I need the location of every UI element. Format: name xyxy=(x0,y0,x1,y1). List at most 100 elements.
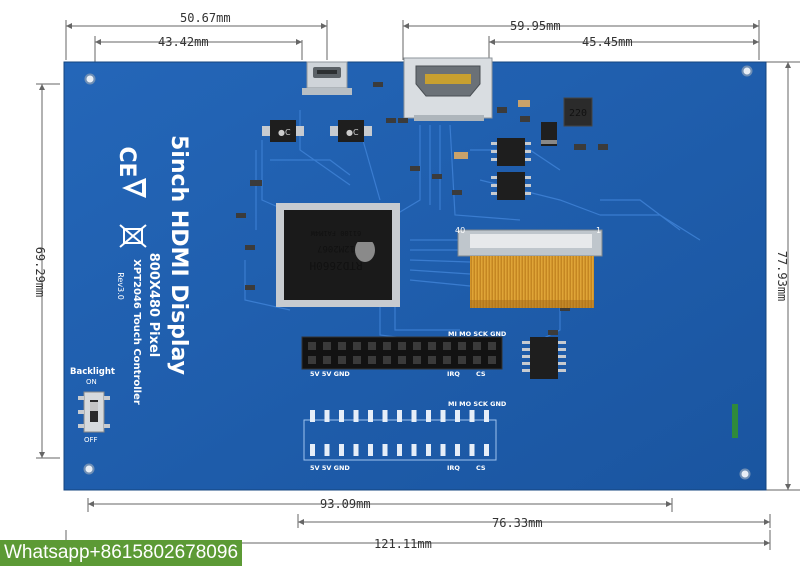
header-pin xyxy=(353,342,361,350)
pad-bottom-mid: IRQ xyxy=(447,464,460,472)
header-pin xyxy=(488,342,496,350)
footprint-pad xyxy=(484,444,489,456)
footprint-pad xyxy=(382,410,388,422)
footprint-pad xyxy=(353,410,359,422)
footprint-pad xyxy=(324,444,330,456)
pad-footprint xyxy=(303,410,497,461)
footprint-pad xyxy=(310,410,315,422)
dimension-arrows xyxy=(39,23,791,546)
footprint-pad xyxy=(440,444,446,456)
switch-off-label: OFF xyxy=(84,436,98,444)
fpc-label-right: 1 xyxy=(596,226,601,235)
header-pin xyxy=(338,342,346,350)
dim-left-vertical: 69.29mm xyxy=(33,247,47,298)
board-revision: Rev3.0 xyxy=(116,272,125,300)
pad-bottom-right: CS xyxy=(476,464,486,472)
header-pin xyxy=(338,356,346,364)
footprint-pad xyxy=(455,444,460,456)
footprint-pad xyxy=(339,444,344,456)
pin-header xyxy=(301,336,503,370)
main-chip-line1: RTD2660H xyxy=(310,259,363,272)
footprint-pad xyxy=(368,410,373,422)
svg-text:●C: ●C xyxy=(278,128,291,137)
header-top-labels: MI MO SCK GND xyxy=(448,330,507,338)
header-bottom-right: CS xyxy=(476,370,486,378)
footprint-pad xyxy=(368,444,373,456)
header-pin xyxy=(368,342,376,350)
watermark-banner: Whatsapp+8615802678096 xyxy=(0,540,243,566)
header-pin xyxy=(323,356,331,364)
dim-right-vertical: 77.93mm xyxy=(775,251,789,302)
svg-text:CE: CE xyxy=(114,146,139,177)
dim-top-outer: 50.67mm xyxy=(180,11,231,25)
header-pin xyxy=(473,356,481,364)
footprint-pad xyxy=(411,410,417,422)
footprint-pad xyxy=(426,410,431,422)
main-chip-line3: 61100 FA1M4W xyxy=(310,229,361,237)
dim-top-right-inner: 45.45mm xyxy=(582,35,633,49)
dimension-lines xyxy=(36,20,800,550)
weee-bin-icon xyxy=(119,224,147,248)
footprint-pad xyxy=(339,410,344,422)
footprint-pad xyxy=(310,444,315,456)
mounting-holes xyxy=(83,65,753,480)
pcb-board: ●C ●C xyxy=(63,57,767,491)
ce-mark-icon: CE xyxy=(114,146,139,177)
header-pin xyxy=(323,342,331,350)
inductor-marking: 220 xyxy=(569,108,587,119)
header-pin xyxy=(398,356,406,364)
backlight-switch xyxy=(78,391,110,433)
header-pin xyxy=(383,356,391,364)
footprint-pad xyxy=(469,444,475,456)
header-pin xyxy=(368,356,376,364)
inductor: 220 xyxy=(563,97,593,127)
header-pin xyxy=(308,342,316,350)
header-pin xyxy=(458,356,466,364)
board-title: 5inch HDMI Display xyxy=(166,135,191,375)
esd-warning-icon xyxy=(122,178,146,198)
header-pin xyxy=(428,356,436,364)
header-pin xyxy=(458,342,466,350)
header-pin xyxy=(443,356,451,364)
switch-on-label: ON xyxy=(86,378,97,386)
header-pin xyxy=(488,356,496,364)
footprint-pad xyxy=(411,444,417,456)
dim-top-right-outer: 59.95mm xyxy=(510,19,561,33)
footprint-pad xyxy=(469,410,475,422)
header-pin xyxy=(443,342,451,350)
footprint-pad xyxy=(484,410,489,422)
header-pin xyxy=(428,342,436,350)
capacitor-2: ●C xyxy=(330,120,372,142)
pad-bottom-left: 5V 5V GND xyxy=(310,464,350,472)
ic-small-1 xyxy=(491,138,531,166)
fpc-label-left: 40 xyxy=(455,226,465,235)
dim-bottom-total: 121.11mm xyxy=(374,537,432,551)
main-chip: 61100 FA1M4W 12M2067 RTD2660H xyxy=(276,203,400,307)
svg-text:●C: ●C xyxy=(346,128,359,137)
header-pin xyxy=(383,342,391,350)
pad-top-labels: MI MO SCK GND xyxy=(448,400,507,408)
header-pin xyxy=(398,342,406,350)
header-pin xyxy=(413,356,421,364)
main-chip-line2: 12M2067 xyxy=(317,243,355,253)
capacitor-1: ●C xyxy=(262,120,304,142)
touch-controller-chip xyxy=(522,337,566,379)
hdmi-port xyxy=(403,57,493,121)
board-controller: XPT2046 Touch Controller xyxy=(131,259,142,405)
ic-small-2 xyxy=(491,172,531,200)
dim-bottom-inner: 93.09mm xyxy=(320,497,371,511)
fpc-connector: 40 1 xyxy=(455,226,603,308)
diode xyxy=(541,122,557,146)
backlight-label: Backlight xyxy=(70,367,115,377)
header-pin xyxy=(308,356,316,364)
footprint-pad xyxy=(455,410,460,422)
header-bottom-left: 5V 5V GND xyxy=(310,370,350,378)
footprint-pad xyxy=(382,444,388,456)
header-bottom-mid: IRQ xyxy=(447,370,460,378)
micro-usb-port xyxy=(302,61,352,95)
header-pin xyxy=(353,356,361,364)
footprint-pad xyxy=(440,410,446,422)
dim-top-inner: 43.42mm xyxy=(158,35,209,49)
header-pin xyxy=(413,342,421,350)
